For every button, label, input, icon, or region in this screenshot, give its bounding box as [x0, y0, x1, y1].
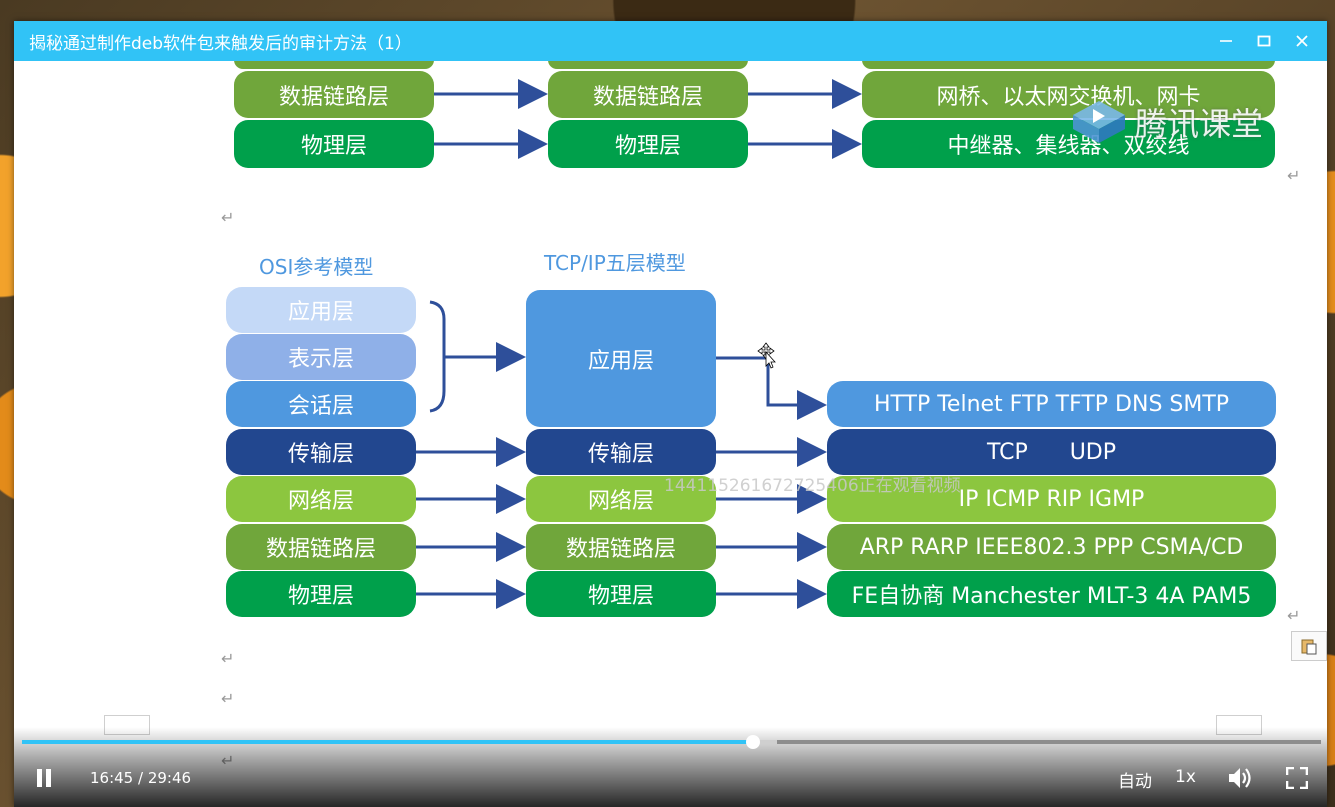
- return-mark: ↵: [221, 208, 235, 227]
- protocols-application: HTTP Telnet FTP TFTP DNS SMTP: [827, 381, 1276, 427]
- pause-button[interactable]: [30, 763, 58, 793]
- tcpip-application-layer: 应用层: [526, 290, 716, 427]
- speed-button[interactable]: 1x: [1175, 767, 1196, 787]
- osi-transport-layer: 传输层: [226, 429, 416, 475]
- top-partial-box-3: [862, 61, 1275, 69]
- time-separator: /: [133, 769, 148, 787]
- progress-thumb[interactable]: [746, 735, 761, 749]
- osi-presentation-layer: 表示层: [226, 334, 416, 380]
- move-cursor-icon: [757, 342, 776, 369]
- quality-button[interactable]: 自动: [1118, 772, 1152, 792]
- tencent-classroom-logo: 腾讯课堂: [1069, 97, 1263, 147]
- player-control-bar: 16:45 / 29:46 自动 1x: [14, 727, 1327, 807]
- brace: [429, 300, 446, 413]
- minimize-icon: [1220, 40, 1232, 42]
- close-icon: [1296, 35, 1308, 47]
- time-display: 16:45 / 29:46: [90, 769, 191, 787]
- maximize-icon: [1257, 35, 1271, 47]
- osi-session-layer: 会话层: [226, 381, 416, 427]
- protocols-datalink: ARP RARP IEEE802.3 PPP CSMA/CD: [827, 524, 1276, 570]
- return-mark: ↵: [1287, 606, 1301, 625]
- video-player-window: 揭秘通过制作deb软件包来触发后的审计方法（1） 数据链路层 数据链路层 网桥、…: [14, 21, 1327, 807]
- top-row1-col3: 网桥、以太网交换机、网卡: [862, 71, 1275, 118]
- top-row1-col2: 数据链路层: [548, 71, 748, 118]
- protocols-network: IP ICMP RIP IGMP: [827, 476, 1276, 522]
- protocols-transport: TCP UDP: [827, 429, 1276, 475]
- osi-model-title: OSI参考模型: [259, 255, 374, 279]
- progress-bar[interactable]: [22, 735, 1321, 749]
- minimize-button[interactable]: [1207, 21, 1245, 61]
- tcpip-physical-layer: 物理层: [526, 571, 716, 617]
- return-mark: ↵: [1287, 166, 1301, 185]
- paste-options-icon[interactable]: [1291, 631, 1327, 661]
- close-button[interactable]: [1283, 21, 1321, 61]
- tcpip-datalink-layer: 数据链路层: [526, 524, 716, 570]
- tcpip-network-layer: 网络层: [526, 476, 716, 522]
- volume-button[interactable]: [1225, 763, 1255, 793]
- top-row2-col3: 中继器、集线器、双绞线: [862, 120, 1275, 168]
- maximize-button[interactable]: [1245, 21, 1283, 61]
- time-current: 16:45: [90, 769, 134, 787]
- top-partial-box-1: [234, 61, 434, 69]
- top-row2-col2: 物理层: [548, 120, 748, 168]
- brand-text: 腾讯课堂: [1135, 105, 1264, 143]
- osi-physical-layer: 物理层: [226, 571, 416, 617]
- top-partial-box-2: [548, 61, 748, 69]
- arrow: [716, 356, 827, 420]
- osi-application-layer: 应用层: [226, 287, 416, 333]
- title-bar: 揭秘通过制作deb软件包来触发后的审计方法（1）: [14, 21, 1327, 61]
- volume-icon: [1229, 768, 1251, 788]
- osi-datalink-layer: 数据链路层: [226, 524, 416, 570]
- window-title: 揭秘通过制作deb软件包来触发后的审计方法（1）: [29, 33, 412, 54]
- fullscreen-button[interactable]: [1284, 765, 1310, 791]
- viewer-watermark: 1441152616727254​06正在观看视频: [664, 476, 961, 496]
- pause-icon: [37, 769, 51, 787]
- top-row2-col1: 物理层: [234, 120, 434, 168]
- play-logo-icon: [1073, 101, 1125, 143]
- fullscreen-icon: [1286, 767, 1308, 789]
- progress-played: [22, 740, 754, 744]
- return-mark: ↵: [221, 649, 235, 668]
- tcpip-model-title: TCP/IP五层模型: [544, 251, 686, 275]
- protocols-physical: FE自协商 Manchester MLT-3 4A PAM5: [827, 571, 1276, 617]
- top-row1-col1: 数据链路层: [234, 71, 434, 118]
- diagram-arrows: [416, 79, 862, 609]
- osi-network-layer: 网络层: [226, 476, 416, 522]
- return-mark: ↵: [221, 689, 235, 708]
- tcpip-transport-layer: 传输层: [526, 429, 716, 475]
- video-frame[interactable]: 数据链路层 数据链路层 网桥、以太网交换机、网卡 物理层 物理层 中继器、集线器…: [14, 61, 1327, 807]
- time-total: 29:46: [147, 769, 192, 787]
